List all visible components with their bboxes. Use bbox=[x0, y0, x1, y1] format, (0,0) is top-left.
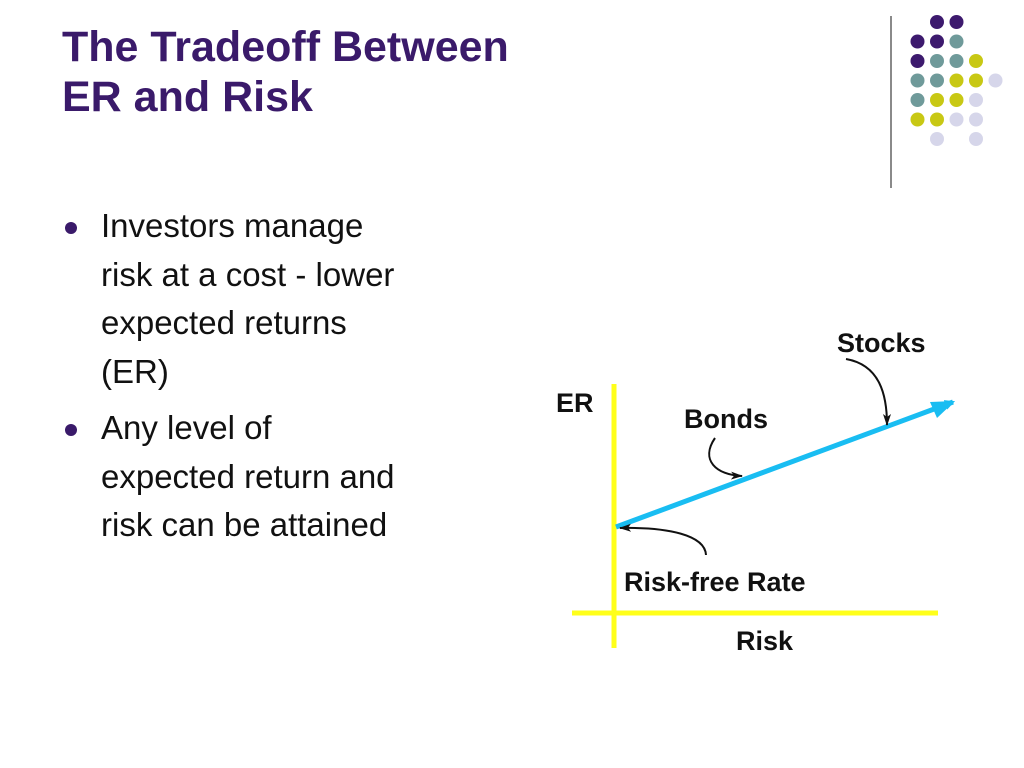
slide-title: The Tradeoff Between ER and Risk bbox=[62, 22, 762, 122]
decorative-dot bbox=[910, 34, 925, 49]
bullet-line: Investors manage bbox=[101, 207, 364, 244]
bonds-callout-arrow bbox=[708, 437, 743, 480]
bullet-line: risk can be attained bbox=[101, 506, 388, 543]
decorative-dot bbox=[930, 54, 944, 68]
bullet-item: Investors manage risk at a cost - lower … bbox=[62, 202, 502, 396]
bullet-dot-icon bbox=[65, 424, 77, 436]
decorative-dot bbox=[969, 54, 983, 68]
decorative-dot bbox=[949, 15, 964, 29]
decorative-dot bbox=[910, 54, 925, 68]
decorative-dot bbox=[969, 112, 983, 127]
bullet-line: risk at a cost - lower bbox=[101, 255, 395, 293]
bullet-item: Any level of expected return and risk ca… bbox=[62, 404, 502, 550]
decorative-dot bbox=[949, 34, 964, 49]
stocks-callout-arrow bbox=[845, 358, 891, 426]
er-risk-tradeoff-arrowhead-icon bbox=[930, 401, 955, 418]
slide-title-line-2: ER and Risk bbox=[62, 73, 313, 121]
risk-free-callout-arrow bbox=[619, 523, 707, 556]
risk-free-rate-label: Risk-free Rate bbox=[624, 567, 806, 597]
decorative-dot bbox=[910, 112, 925, 127]
decorative-dot-grid bbox=[910, 15, 1003, 146]
decorative-dot bbox=[949, 73, 964, 88]
stocks-label: Stocks bbox=[837, 328, 926, 358]
slide-title-line-1: The Tradeoff Between bbox=[62, 23, 509, 71]
decorative-dot bbox=[930, 132, 944, 146]
decorative-dot bbox=[910, 73, 925, 88]
decorative-dot bbox=[969, 93, 983, 107]
decorative-dot bbox=[969, 73, 983, 88]
decorative-dot bbox=[910, 93, 925, 107]
bullet-line: expected returns bbox=[101, 304, 347, 341]
y-axis-label: ER bbox=[556, 388, 594, 418]
decorative-dot bbox=[949, 54, 964, 68]
bullet-line: (ER) bbox=[101, 352, 169, 390]
bullet-list: Investors manage risk at a cost - lower … bbox=[62, 202, 502, 558]
bullet-line: expected return and bbox=[101, 457, 395, 495]
decorative-dot bbox=[949, 112, 964, 127]
decorative-dot bbox=[930, 34, 944, 49]
decorative-dot bbox=[988, 73, 1003, 88]
decorative-dot bbox=[969, 132, 983, 146]
decorative-dot bbox=[930, 112, 944, 127]
er-risk-tradeoff-arrow bbox=[615, 399, 955, 530]
decorative-dot bbox=[949, 93, 964, 107]
bullet-dot-icon bbox=[65, 222, 77, 234]
x-axis-label: Risk bbox=[736, 626, 794, 656]
decorative-dot bbox=[930, 15, 944, 29]
bonds-label: Bonds bbox=[684, 404, 768, 434]
decorative-dot bbox=[930, 93, 944, 107]
bullet-line: Any level of bbox=[101, 409, 272, 446]
header-divider bbox=[890, 16, 892, 188]
decorative-dot bbox=[930, 73, 944, 88]
